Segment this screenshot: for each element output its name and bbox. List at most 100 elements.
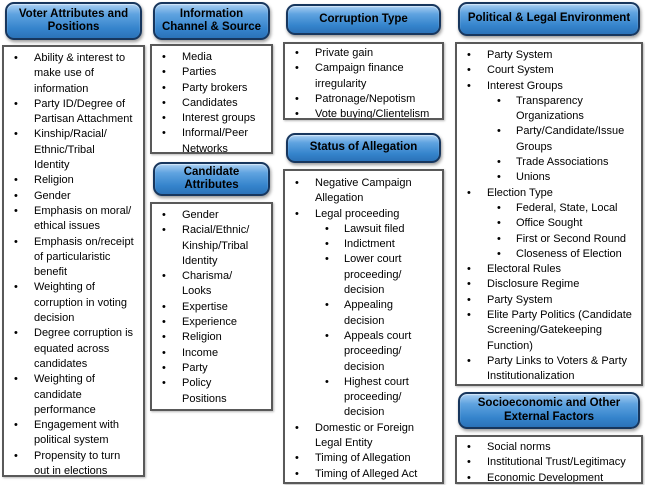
bullet-icon: •	[295, 421, 299, 434]
bullet-icon: •	[295, 452, 299, 465]
list-item: •Gender	[152, 208, 271, 223]
bullet-icon: •	[467, 441, 471, 453]
bullet-icon: •	[467, 64, 471, 77]
list-item: •Party	[152, 361, 271, 376]
list-item-text: Trade Associations	[516, 156, 609, 169]
section-header-information-channel-and-source: Information Channel & Source	[153, 2, 270, 40]
column-2: Information Channel & Source•Media•Parti…	[150, 2, 273, 411]
bullet-icon: •	[162, 81, 166, 94]
bullet-icon: •	[497, 125, 501, 138]
list-item-text: Emphasis on/receipt of particularistic b…	[34, 235, 134, 279]
bullet-icon: •	[162, 300, 166, 313]
bullet-icon: •	[162, 51, 166, 63]
list-item-text: Gender	[34, 189, 71, 202]
list-item: •Closeness of Election	[457, 247, 641, 262]
list-item: • Party/Candidate/Issue Groups	[457, 124, 641, 155]
bullet-icon: •	[497, 171, 501, 184]
list-item: •Electoral Rules	[457, 262, 641, 277]
list-item: •Lower court proceeding/ decision	[285, 252, 442, 298]
list-item: •Gender	[4, 189, 143, 204]
list-item: •Timing of Allegation	[285, 451, 442, 466]
list-item: •Experience	[152, 315, 271, 330]
section-header-voter-attributes-and-positions: Voter Attributes and Positions	[5, 2, 142, 40]
list-item: •Informal/Peer Networks	[152, 126, 271, 152]
list-item: •Indictment	[285, 237, 442, 252]
bullet-icon: •	[295, 207, 299, 220]
list-item-text: Lower court proceeding/ decision	[344, 253, 402, 297]
section-header-political-and-legal-environment: Political & Legal Environment	[458, 2, 640, 36]
list-item: •Weighting of candidate performance	[4, 372, 143, 418]
list-item: •Racial/Ethnic/ Kinship/Tribal Identity	[152, 223, 271, 269]
list-item: •Elite Party Politics (Candidate Screeni…	[457, 308, 641, 354]
bullet-icon: •	[467, 278, 471, 291]
list-item: •Degree corruption is equated across can…	[4, 326, 143, 372]
bullet-icon: •	[162, 346, 166, 359]
list-item: •Court System	[457, 63, 641, 78]
list-item-text: Charisma/ Looks	[182, 270, 233, 298]
list-item-text: Party/Candidate/Issue Groups	[516, 125, 625, 153]
list-item: •Party System	[457, 293, 641, 308]
list-item-text: Transparency Organizations	[516, 94, 584, 123]
column-1: Voter Attributes and Positions •Ability &…	[2, 2, 145, 477]
list-item-text: Gender	[182, 209, 219, 221]
bullet-icon: •	[14, 97, 18, 110]
list-item-text: Federal, State, Local	[516, 201, 618, 214]
list-item: •Emphasis on moral/ ethical issues	[4, 204, 143, 235]
list-item-text: Private gain	[315, 47, 374, 59]
list-item: •Legal proceeding	[285, 207, 442, 222]
bullet-icon: •	[467, 49, 471, 61]
bullet-icon: •	[467, 293, 471, 306]
list-item: •Interest Groups	[457, 79, 641, 94]
bullet-icon: •	[467, 354, 471, 367]
bullet-icon: •	[14, 327, 18, 340]
list-item-text: Media	[182, 51, 212, 63]
bullet-icon: •	[162, 331, 166, 344]
list-item: • Social norms	[457, 440, 641, 455]
corruption-type-list: •Private gain•Campaign finance irregular…	[283, 42, 444, 120]
bullet-icon: •	[325, 329, 329, 342]
list-item-text: Economic Development	[487, 471, 604, 484]
list-item-text: Candidates	[182, 96, 238, 109]
section-header-corruption-type: Corruption Type	[286, 4, 441, 35]
list-item: •Patronage/Nepotism	[285, 92, 442, 107]
list-item-text: Negative Campaign Allegation	[315, 177, 412, 205]
bullet-icon: •	[497, 217, 501, 230]
list-item: •Interest groups	[152, 111, 271, 126]
bullet-icon: •	[14, 373, 18, 386]
bullet-icon: •	[497, 156, 501, 169]
list-item: •Party System	[457, 48, 641, 63]
list-item: •Lawsuit filed	[285, 222, 442, 237]
section-header-socioeconomic-and-other-external-factors: Socioeconomic and Other External Factors	[458, 392, 640, 429]
list-item-text: Party ID/Degree of Partisan Attachment	[34, 97, 133, 126]
list-item-text: Closeness of Election	[516, 247, 622, 260]
list-item: •Party brokers	[152, 81, 271, 96]
list-item: •Highest court proceeding/ decision	[285, 375, 442, 421]
socioeconomic-and-other-external-factors-list: •Social norms•Institutional Trust/Legiti…	[455, 435, 643, 484]
list-item: • Party ID/Degree of Partisan Attachment	[4, 97, 143, 128]
list-item-text: Electoral Rules	[487, 263, 561, 276]
list-item: •Timing of Alleged Act	[285, 467, 442, 482]
list-item: •Ability & interest to make use of infor…	[4, 51, 143, 97]
list-item-text: Interest Groups	[487, 79, 563, 92]
list-item: •Party Links to Voters & Party Instituti…	[457, 354, 641, 384]
list-item-text: Social norms	[487, 441, 551, 453]
bullet-icon: •	[14, 174, 18, 187]
list-item-text: Vote buying/Clientelism	[315, 108, 430, 120]
list-item: •Propensity to turn out in elections	[4, 449, 143, 475]
bullet-icon: •	[295, 47, 299, 59]
list-item-text: Religion	[34, 174, 74, 187]
list-item: •First or Second Round	[457, 232, 641, 247]
list-item-text: Religion	[182, 331, 222, 344]
bullet-icon: •	[14, 449, 18, 462]
list-item: • Religion	[4, 173, 143, 188]
list-item: • Appeals court proceeding/ decision	[285, 329, 442, 375]
list-item-text: Lawsuit filed	[344, 222, 405, 235]
list-item: •Policy Positions	[152, 376, 271, 407]
list-item: •Emphasis on/receipt of particularistic …	[4, 235, 143, 281]
list-item: •Unions	[457, 170, 641, 185]
list-item: •Vote buying/Clientelism	[285, 107, 442, 120]
list-item-text: Appeals court proceeding/ decision	[344, 329, 412, 373]
list-item: •Federal, State, Local	[457, 201, 641, 216]
section-header-candidate-attributes: Candidate Attributes	[153, 162, 270, 196]
list-item: • Private gain	[285, 46, 442, 61]
